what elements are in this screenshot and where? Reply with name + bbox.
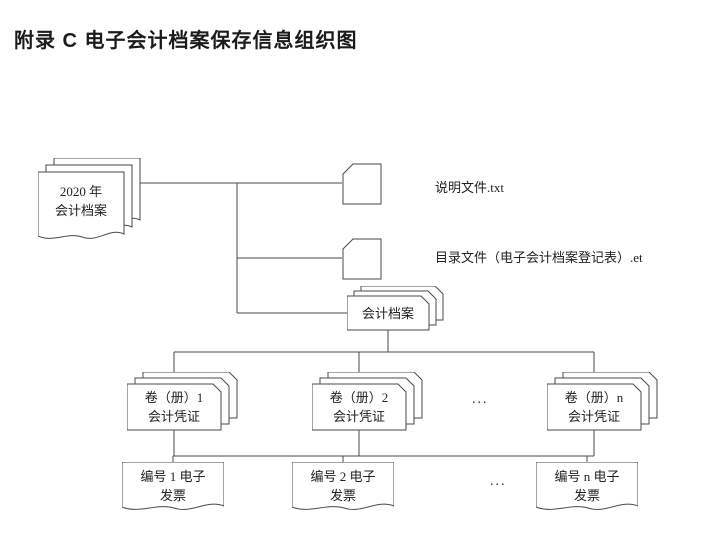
node-archive-folder: 会计档案: [347, 286, 445, 332]
invoice-2-label-line2: 发票: [329, 488, 356, 503]
invoice-n-label-line2: 发票: [573, 488, 600, 503]
volume-1-label-line2: 会计凭证: [147, 409, 200, 424]
catalog-file-label: 目录文件（电子会计档案登记表）.et: [435, 250, 643, 265]
invoice-2-label-line1: 编号 2 电子: [310, 469, 376, 484]
invoices-ellipsis: ...: [490, 474, 507, 489]
archive-folder-label: 会计档案: [361, 305, 414, 321]
node-invoice-1: 编号 1 电子 发票: [122, 462, 224, 518]
node-invoice-2: 编号 2 电子 发票: [292, 462, 394, 518]
document-card-icon: [342, 163, 382, 205]
node-volume-1: 卷（册）1 会计凭证: [127, 372, 239, 432]
stacked-documents-icon: [127, 372, 238, 431]
document-card-icon: [342, 238, 382, 280]
volumes-ellipsis: ...: [472, 392, 489, 407]
stacked-documents-icon: [312, 372, 423, 431]
root-archive-label-line1: 2020 年: [59, 184, 103, 199]
volume-n-label-line1: 卷（册）n: [564, 390, 624, 405]
wavy-document-icon: [536, 462, 638, 510]
node-root-archive: 2020 年 会计档案: [38, 158, 142, 246]
volume-2-label-line2: 会计凭证: [332, 409, 385, 424]
wavy-document-icon: [122, 462, 224, 510]
node-volume-2: 卷（册）2 会计凭证: [312, 372, 424, 432]
node-catalog-file: [342, 238, 384, 282]
volume-n-label-line2: 会计凭证: [567, 409, 620, 424]
page-title: 附录 C 电子会计档案保存信息组织图: [14, 30, 358, 52]
volume-2-label-line1: 卷（册）2: [329, 390, 389, 405]
volume-1-label-line1: 卷（册）1: [144, 390, 204, 405]
node-invoice-n: 编号 n 电子 发票: [536, 462, 638, 518]
wavy-document-icon: [292, 462, 394, 510]
invoice-1-label-line2: 发票: [159, 488, 186, 503]
node-volume-n: 卷（册）n 会计凭证: [547, 372, 659, 432]
stacked-documents-icon: [347, 286, 444, 331]
node-readme-file: [342, 163, 384, 207]
invoice-1-label-line1: 编号 1 电子: [140, 469, 206, 484]
stacked-documents-icon: [547, 372, 658, 431]
readme-file-label: 说明文件.txt: [435, 180, 504, 195]
root-archive-label-line2: 会计档案: [54, 203, 107, 218]
invoice-n-label-line1: 编号 n 电子: [554, 469, 620, 484]
stacked-documents-icon: [38, 158, 141, 239]
